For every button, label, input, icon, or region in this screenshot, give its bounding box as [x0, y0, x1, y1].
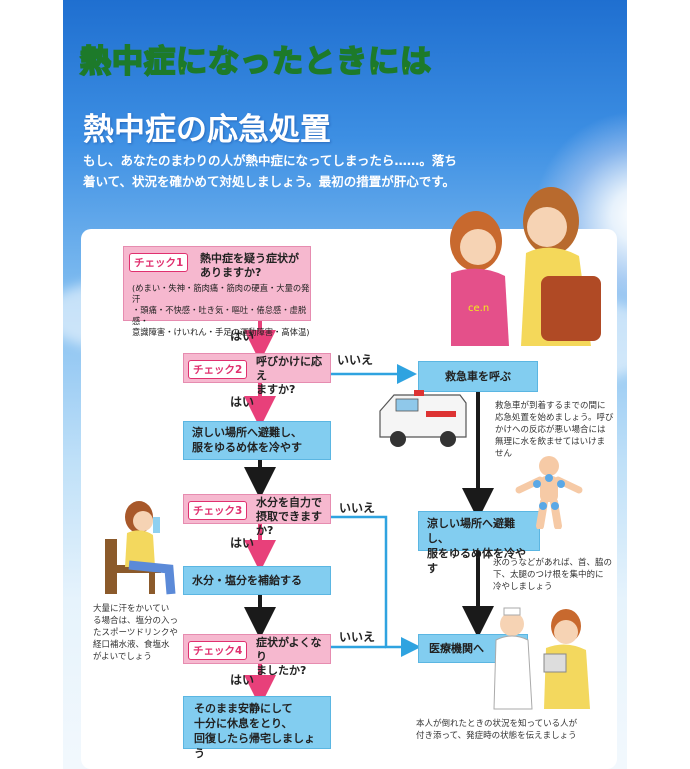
ambulance-icon — [379, 390, 467, 447]
check3-tag: チェック3 — [188, 501, 248, 520]
medical-staff-illustration — [493, 607, 590, 710]
no-label: いいえ — [337, 353, 374, 367]
drink-note: 大量に汗をかいてい る場合は、塩分の入っ たスポーツドリンクや 経口補水液、食塩… — [93, 604, 179, 662]
caregiver-illustration: ce.n — [450, 187, 601, 346]
check4-box: チェック4 症状がよくなり ましたか? — [183, 634, 331, 677]
check4-question: 症状がよくなり ましたか? — [256, 636, 322, 677]
check1-box: チェック1 熱中症を疑う症状が ありますか? (めまい・失神・筋肉痛・筋肉の硬直… — [123, 246, 311, 337]
yes-label: はい — [230, 536, 255, 550]
no-label: いいえ — [339, 630, 376, 644]
check2-box: チェック2 呼びかけに応え ますか? — [183, 353, 331, 396]
check2-question: 呼びかけに応え ますか? — [256, 355, 322, 396]
yes-label: はい — [230, 673, 255, 687]
svg-text:ce.n: ce.n — [468, 303, 489, 314]
check1-tag: チェック1 — [129, 253, 189, 272]
cool-down-box: 涼しい場所へ避難し、 服をゆるめ体を冷やす — [183, 421, 331, 460]
intro-text: もし、あなたのまわりの人が熱中症になってしまったら……。落ち着いて、状況を確かめ… — [83, 153, 457, 189]
check2-tag: チェック2 — [188, 360, 248, 379]
check1-question: 熱中症を疑う症状が ありますか? — [200, 252, 299, 279]
check3-box: チェック3 水分を自力で 摂取できますか? — [183, 494, 331, 537]
cooling-note: 氷のうなどがあれば、首、脇の 下、太腿のつけ根を集中的に 冷やしましょう — [493, 558, 613, 592]
no-label: いいえ — [339, 501, 376, 515]
check1-symptoms: (めまい・失神・筋肉痛・筋肉の硬直・大量の発汗 ・頭痛・不快感・吐き気・嘔吐・倦… — [132, 283, 310, 337]
hospital-note: 本人が倒れたときの状況を知っている人が 付き添って、発症時の状態を伝えましょう — [416, 719, 578, 741]
call-ambulance-box: 救急車を呼ぶ — [418, 361, 538, 392]
drinking-person-illustration — [105, 501, 176, 595]
rest-box: そのまま安静にして 十分に休息をとり、 回復したら帰宅しましょう — [183, 696, 331, 760]
cool-down-box-right: 涼しい場所へ避難し、 服をゆるめ体を冷やす — [418, 511, 540, 575]
hydrate-box: 水分・塩分を補給する — [183, 566, 331, 595]
body-cooling-icon — [515, 456, 583, 529]
flowchart-card: チェック1 熱中症を疑う症状が ありますか? (めまい・失神・筋肉痛・筋肉の硬直… — [81, 187, 617, 769]
ambulance-note: 救急車が到着するまでの間に 応急処置を始めましょう。呼び かけへの反応が悪い場合… — [495, 401, 614, 459]
yes-label: はい — [230, 329, 255, 343]
main-heading: 熱中症になったときには — [79, 43, 432, 81]
flow-arrows — [244, 321, 494, 707]
section-title: 熱中症の応急処置 — [83, 112, 331, 148]
check3-question: 水分を自力で 摂取できますか? — [256, 496, 322, 537]
check4-tag: チェック4 — [188, 641, 248, 660]
yes-label: はい — [230, 395, 255, 409]
